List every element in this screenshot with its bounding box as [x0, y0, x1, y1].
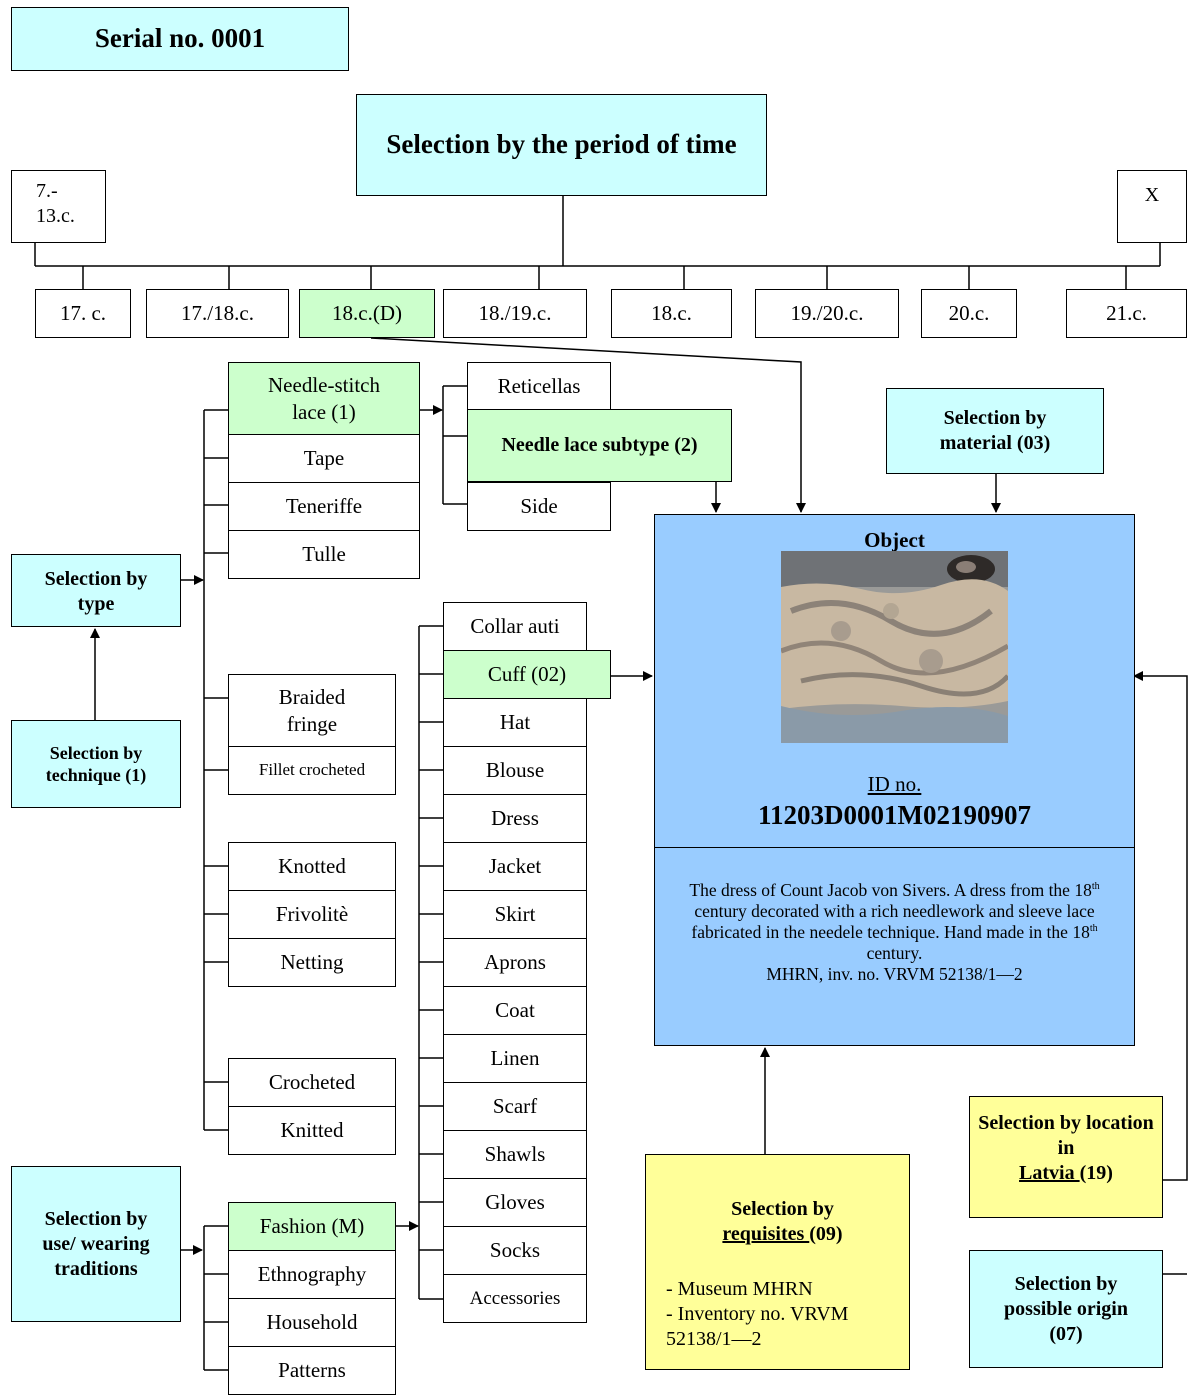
garment-scarf[interactable]: Scarf: [443, 1082, 587, 1131]
lace-crocheted[interactable]: Crocheted: [228, 1058, 396, 1107]
object-id-label: ID no.: [867, 772, 922, 796]
garment-coat[interactable]: Coat: [443, 986, 587, 1035]
period-21c[interactable]: 21.c.: [1066, 289, 1187, 338]
lace-photo: [781, 551, 1008, 743]
period-19-20c[interactable]: 19./20.c.: [755, 289, 899, 338]
serial-number: Serial no. 0001: [11, 7, 349, 71]
location-link[interactable]: Latvia: [1019, 1162, 1080, 1184]
period-x[interactable]: X: [1117, 170, 1187, 243]
location-label: Selection by location in: [978, 1112, 1154, 1159]
selection-by-requisites[interactable]: Selection by requisites (09) - Museum MH…: [645, 1154, 910, 1370]
description-text-2: century decorated with a rich needlework…: [691, 901, 1095, 942]
period-20c[interactable]: 20.c.: [921, 289, 1017, 338]
period-17-18c[interactable]: 17./18.c.: [146, 289, 289, 338]
selection-by-technique[interactable]: Selection by technique (1): [11, 720, 181, 808]
use-ethnography[interactable]: Ethnography: [228, 1250, 396, 1299]
lace-braided-fringe[interactable]: Braided fringe: [228, 674, 396, 747]
lace-netting[interactable]: Netting: [228, 938, 396, 987]
garment-shawls[interactable]: Shawls: [443, 1130, 587, 1179]
garment-gloves[interactable]: Gloves: [443, 1178, 587, 1227]
lace-fillet-crocheted[interactable]: Fillet crocheted: [228, 746, 396, 795]
period-18c-d[interactable]: 18.c.(D): [299, 289, 435, 338]
lace-teneriffe[interactable]: Teneriffe: [228, 482, 420, 531]
lace-frivolite[interactable]: Frivolitè: [228, 890, 396, 939]
description-inventory: MHRN, inv. no. VRVM 52138/1—2: [766, 964, 1023, 984]
selection-by-use[interactable]: Selection by use/ wearing traditions: [11, 1166, 181, 1322]
lace-knitted[interactable]: Knitted: [228, 1106, 396, 1155]
garment-dress[interactable]: Dress: [443, 794, 587, 843]
object-id: 11203D0001M02190907: [758, 800, 1031, 830]
lace-knotted[interactable]: Knotted: [228, 842, 396, 891]
requisites-code: (09): [809, 1223, 843, 1245]
use-household[interactable]: Household: [228, 1298, 396, 1347]
garment-accessories[interactable]: Accessories: [443, 1274, 587, 1323]
lace-tulle[interactable]: Tulle: [228, 530, 420, 579]
requisites-museum: - Museum MHRN: [666, 1278, 813, 1300]
use-patterns[interactable]: Patterns: [228, 1346, 396, 1395]
object-title: Object: [864, 528, 925, 552]
object-description: The dress of Count Jacob von Sivers. A d…: [655, 847, 1134, 1045]
selection-by-type[interactable]: Selection by type: [11, 554, 181, 627]
requisites-inventory: - Inventory no. VRVM 52138/1—2: [666, 1303, 849, 1350]
period-18-19c[interactable]: 18./19.c.: [443, 289, 587, 338]
period-17c[interactable]: 17. c.: [35, 289, 131, 338]
garment-socks[interactable]: Socks: [443, 1226, 587, 1275]
garment-collar[interactable]: Collar auti: [443, 602, 587, 651]
object-card: Object ID no. 11203D0001M02190907 The dr…: [654, 514, 1135, 1046]
garment-cuff[interactable]: Cuff (02): [443, 650, 611, 699]
description-superscript-2: th: [1089, 923, 1098, 935]
description-text-3: century.: [866, 943, 923, 963]
garment-aprons[interactable]: Aprons: [443, 938, 587, 987]
selection-by-location[interactable]: Selection by location in Latvia (19): [969, 1096, 1163, 1218]
garment-jacket[interactable]: Jacket: [443, 842, 587, 891]
garment-skirt[interactable]: Skirt: [443, 890, 587, 939]
garment-linen[interactable]: Linen: [443, 1034, 587, 1083]
needle-lace-subtype[interactable]: Needle lace subtype (2): [467, 409, 732, 482]
subtype-reticellas[interactable]: Reticellas: [467, 362, 611, 411]
garment-hat[interactable]: Hat: [443, 698, 587, 747]
requisites-link[interactable]: requisites: [722, 1223, 810, 1245]
description-superscript-1: th: [1091, 881, 1100, 893]
garment-blouse[interactable]: Blouse: [443, 746, 587, 795]
requisites-label: Selection by: [731, 1198, 834, 1220]
selection-by-origin[interactable]: Selection by possible origin (07): [969, 1250, 1163, 1368]
subtype-side[interactable]: Side: [467, 482, 611, 531]
description-text-1: The dress of Count Jacob von Sivers. A d…: [689, 880, 1092, 900]
period-7-13c[interactable]: 7.- 13.c.: [11, 170, 106, 243]
location-code: (19): [1079, 1162, 1113, 1184]
lace-needle-stitch[interactable]: Needle-stitch lace (1): [228, 362, 420, 435]
use-fashion[interactable]: Fashion (M): [228, 1202, 396, 1251]
period-selection-title: Selection by the period of time: [356, 94, 767, 196]
selection-by-material[interactable]: Selection by material (03): [886, 388, 1104, 474]
lace-tape[interactable]: Tape: [228, 434, 420, 483]
period-18c[interactable]: 18.c.: [611, 289, 732, 338]
